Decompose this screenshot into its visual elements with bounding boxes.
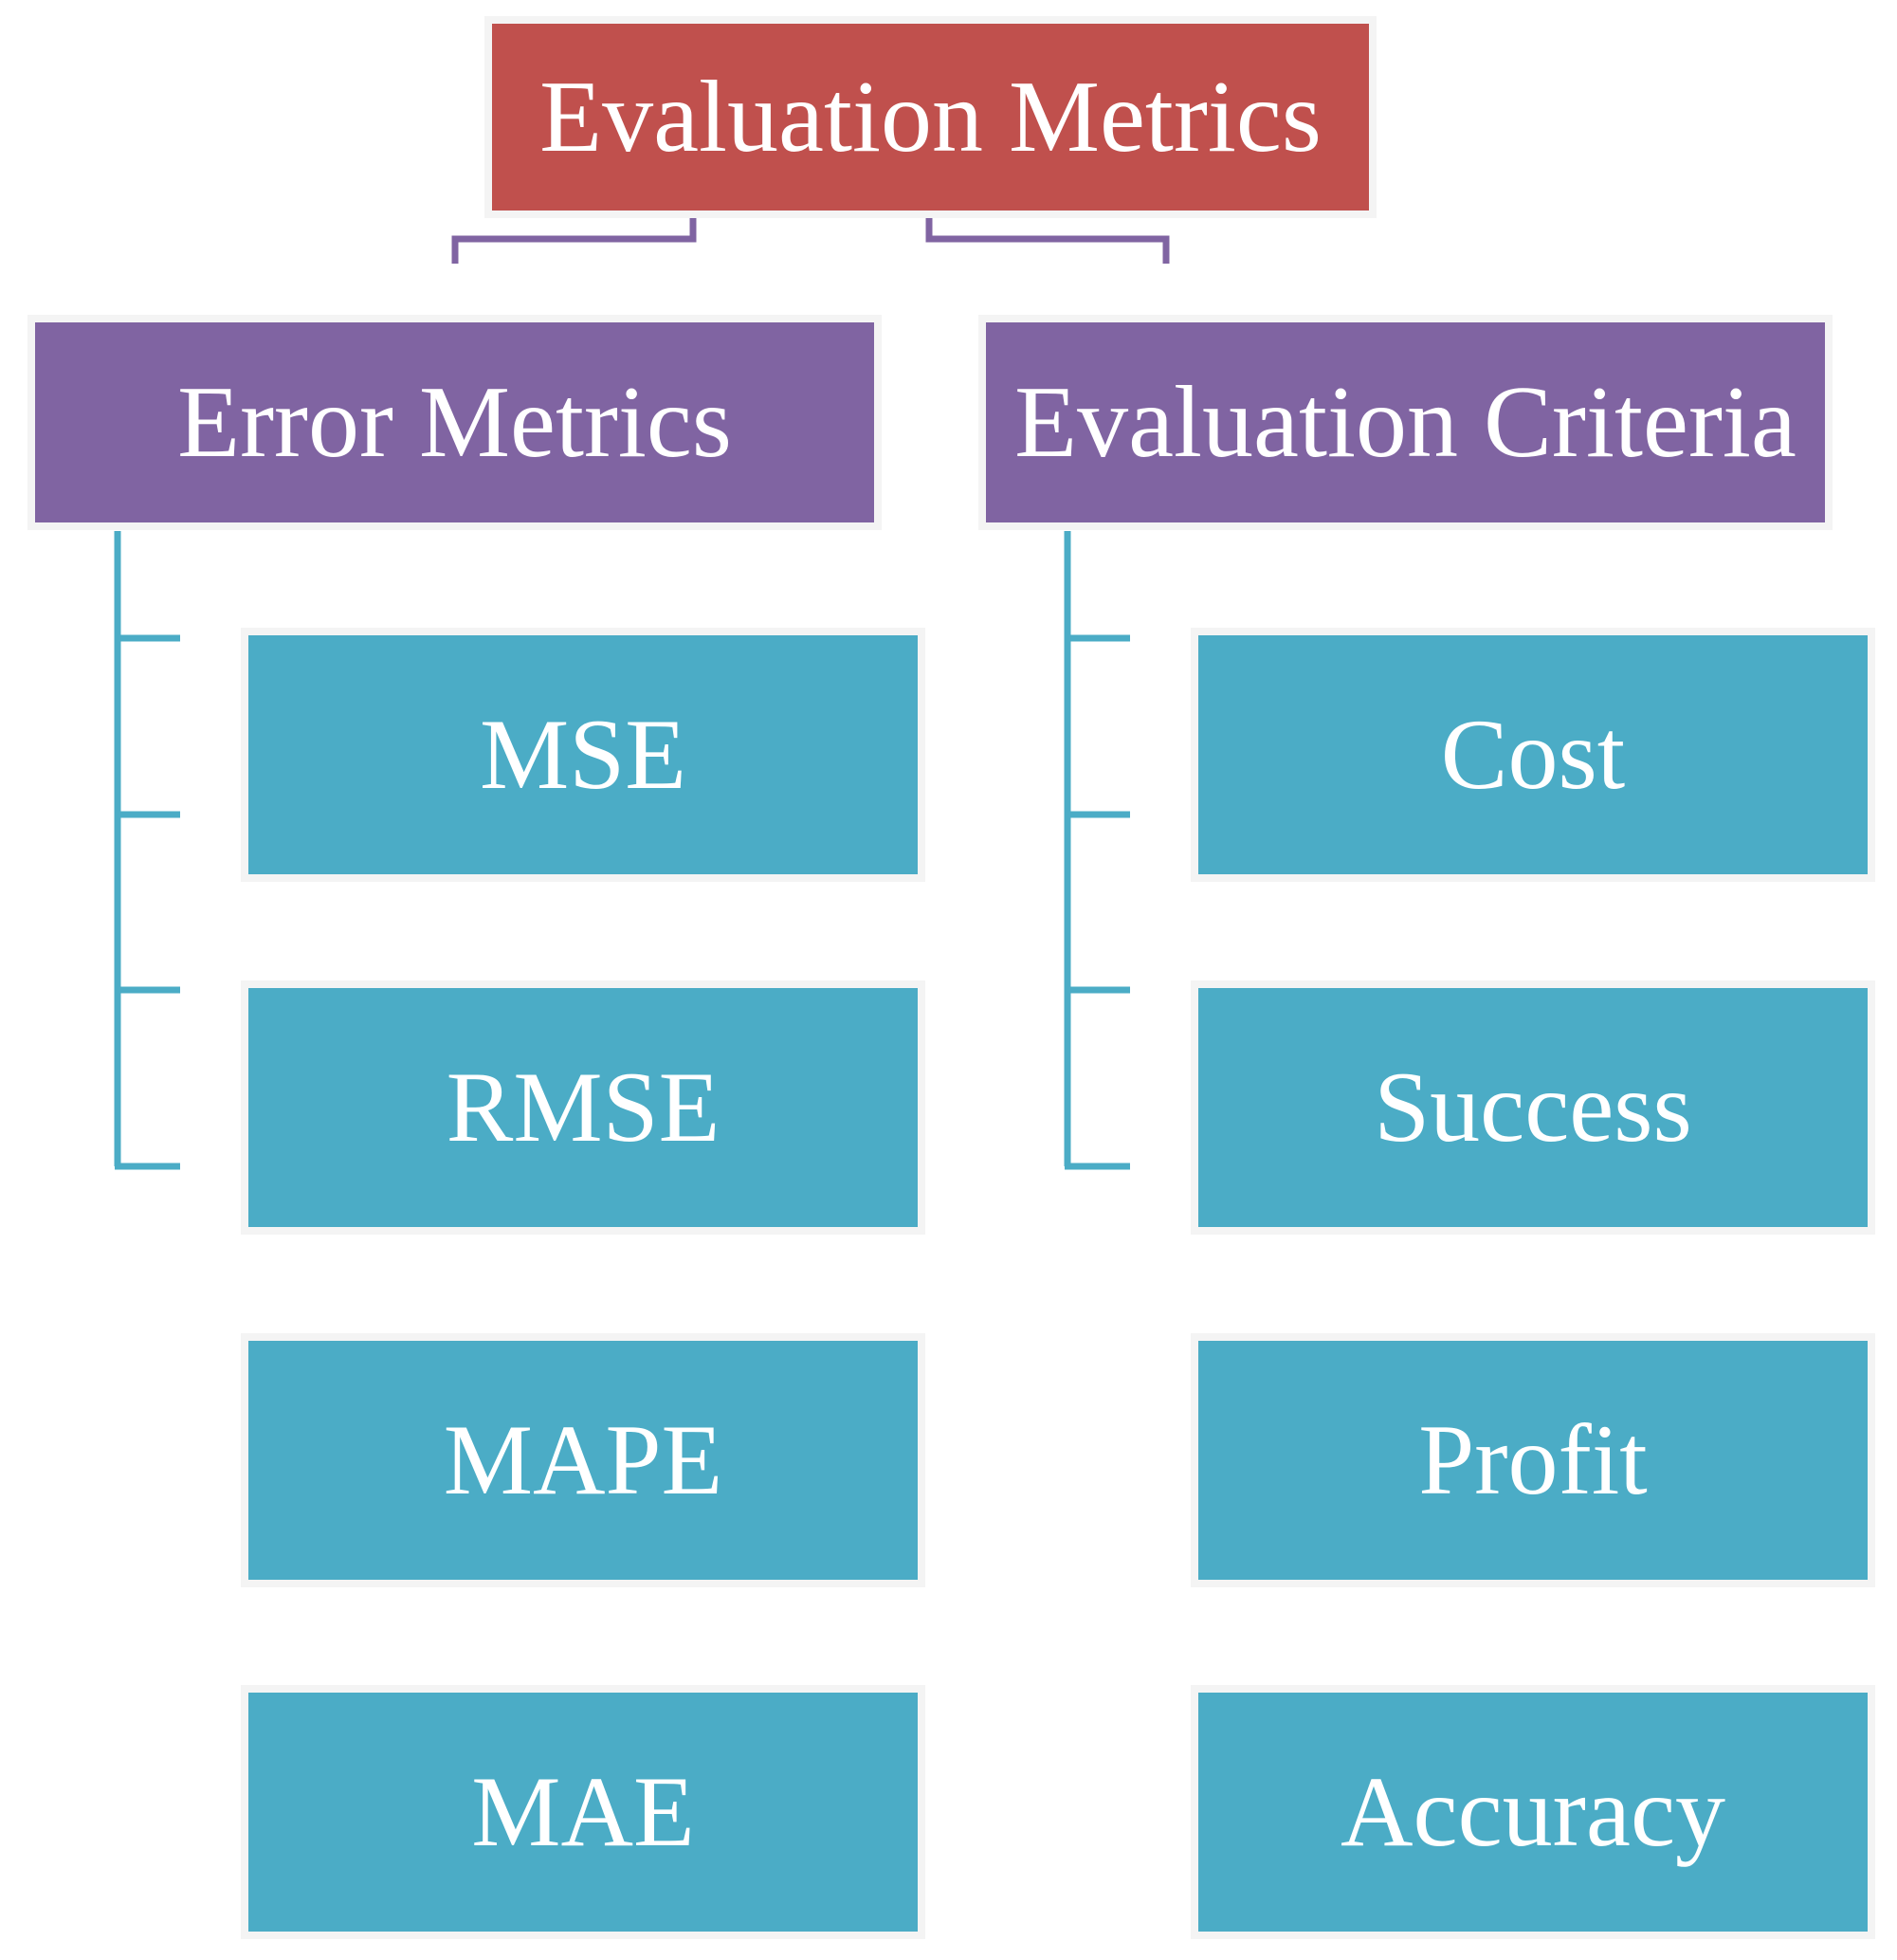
leaf-node-success: Success [1191,980,1875,1235]
root-connector-right [925,218,1170,264]
branch-node-error-metrics: Error Metrics [27,315,882,530]
leaf-node-rmse: RMSE [241,980,925,1235]
leaf-node-mae: MAE [241,1685,925,1939]
root-connector-left [451,218,697,264]
leaf-node-mse: MSE [241,628,925,882]
leaf-node-accuracy: Accuracy [1191,1685,1875,1939]
branch-node-evaluation-criteria: Evaluation Criteria [978,315,1833,530]
root-node: Evaluation Metrics [484,16,1377,218]
leaf-node-cost: Cost [1191,628,1875,882]
leaf-node-mape: MAPE [241,1333,925,1587]
leaf-node-profit: Profit [1191,1333,1875,1587]
